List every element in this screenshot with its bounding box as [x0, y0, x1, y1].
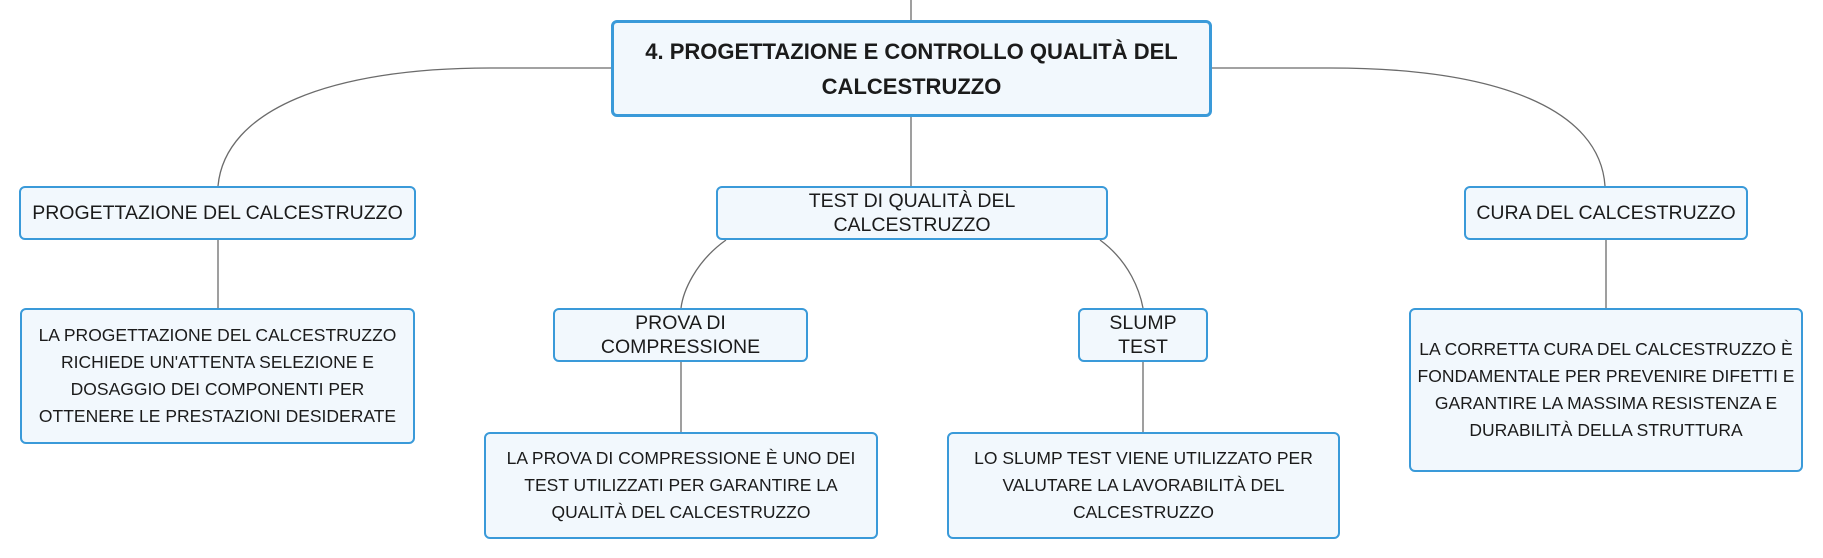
note-node-progettazione-text: LA PROGETTAZIONE DEL CALCESTRUZZO RICHIE…: [38, 325, 397, 426]
child-node-slump-test-label: SLUMP TEST: [1109, 312, 1177, 358]
branch-node-progettazione-label: PROGETTAZIONE DEL CALCESTRUZZO: [32, 202, 403, 224]
branch-node-progettazione[interactable]: PROGETTAZIONE DEL CALCESTRUZZO: [19, 186, 416, 240]
note-node-cura-text: LA CORRETTA CURA DEL CALCESTRUZZO È FOND…: [1417, 339, 1795, 440]
branch-node-test-qualita[interactable]: TEST DI QUALITÀ DEL CALCESTRUZZO: [716, 186, 1108, 240]
root-node[interactable]: 4. PROGETTAZIONE E CONTROLLO QUALITÀ DEL…: [611, 20, 1212, 117]
branch-node-test-qualita-label: TEST DI QUALITÀ DEL CALCESTRUZZO: [808, 190, 1016, 236]
note-node-prova-compressione[interactable]: LA PROVA DI COMPRESSIONE È UNO DEI TEST …: [484, 432, 878, 539]
connector-root-to-cura: [1211, 67, 1606, 187]
root-node-label: 4. PROGETTAZIONE E CONTROLLO QUALITÀ DEL…: [645, 38, 1178, 99]
note-node-slump-test[interactable]: LO SLUMP TEST VIENE UTILIZZATO PER VALUT…: [947, 432, 1340, 539]
child-node-prova-compressione[interactable]: PROVA DI COMPRESSIONE: [553, 308, 808, 362]
branch-node-cura[interactable]: CURA DEL CALCESTRUZZO: [1464, 186, 1748, 240]
branch-node-cura-label: CURA DEL CALCESTRUZZO: [1476, 202, 1736, 224]
connector-test-to-compressione: [680, 239, 727, 309]
note-node-slump-test-text: LO SLUMP TEST VIENE UTILIZZATO PER VALUT…: [974, 448, 1313, 522]
note-node-cura[interactable]: LA CORRETTA CURA DEL CALCESTRUZZO È FOND…: [1409, 308, 1803, 472]
child-node-prova-compressione-label: PROVA DI COMPRESSIONE: [600, 312, 761, 358]
child-node-slump-test[interactable]: SLUMP TEST: [1078, 308, 1208, 362]
connector-test-to-slump: [1099, 239, 1144, 309]
note-node-progettazione[interactable]: LA PROGETTAZIONE DEL CALCESTRUZZO RICHIE…: [20, 308, 415, 444]
note-node-prova-compressione-text: LA PROVA DI COMPRESSIONE È UNO DEI TEST …: [506, 448, 856, 522]
connector-root-to-progettazione: [217, 67, 611, 187]
